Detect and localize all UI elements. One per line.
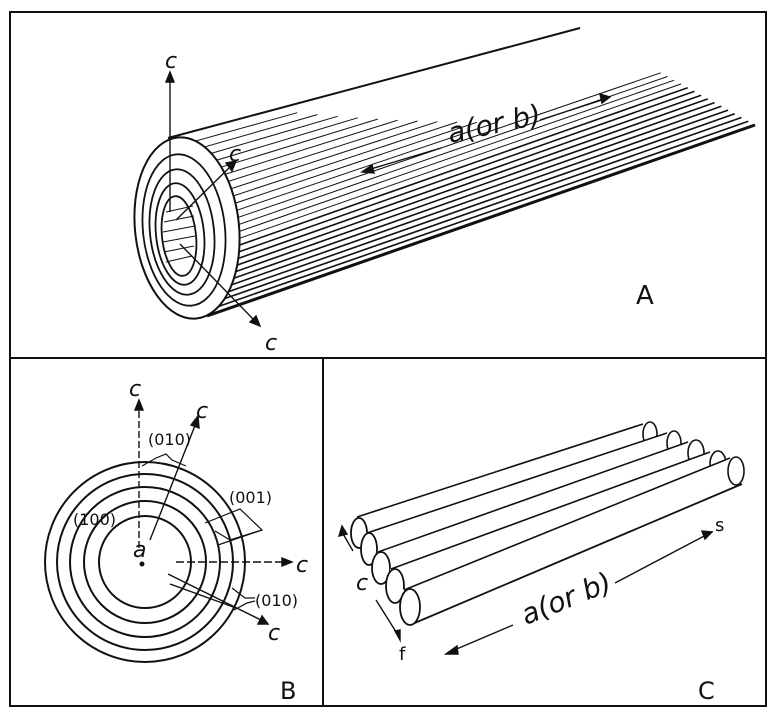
tube-surface-line	[209, 119, 398, 180]
tube-surface-line	[230, 94, 702, 262]
tube-top-edge	[167, 27, 581, 139]
c-axis-label: c	[356, 571, 368, 596]
b-center-label: a	[133, 538, 146, 563]
tube-surface-line	[223, 105, 722, 283]
tube-surface-line	[228, 98, 709, 269]
tube-surface-line	[199, 117, 358, 166]
b-axis-c-lower-label: c	[268, 621, 280, 646]
tube-surface-line	[232, 86, 688, 249]
center-dot	[139, 561, 145, 567]
tube-surface-line	[220, 109, 729, 290]
plane-001-label: (001)	[229, 488, 272, 507]
tube-surface-line	[214, 120, 418, 187]
b-axis-c-diag-label: c	[196, 399, 208, 424]
tube-surface-line	[231, 90, 695, 256]
tube-surface-line	[232, 79, 675, 235]
tube-surface-line	[227, 121, 497, 214]
tube-surface-line	[221, 121, 458, 201]
panel-a-letter: A	[636, 281, 654, 311]
tube-surface-line	[193, 115, 338, 159]
c-axis-arrow-c	[337, 524, 401, 643]
axis-c-arrows-b	[133, 398, 294, 625]
end-s-label: s	[715, 515, 724, 536]
concentric-layers	[44, 461, 246, 663]
tube-end-ring-2	[148, 168, 216, 296]
tube-surface-line	[187, 114, 318, 153]
tube-surface-line	[213, 116, 742, 304]
tube-surface-line	[181, 112, 298, 146]
tube-end-ring-3	[154, 182, 206, 286]
tube-surface-line	[225, 121, 478, 207]
c-long-axis-arrow	[443, 530, 714, 655]
axis-c-arrows	[164, 70, 262, 328]
plane-010-bottom-leader	[231, 587, 256, 611]
plane-010-top-label: (010)	[148, 430, 191, 449]
plane-001-leader	[204, 508, 264, 546]
plane-010-bottom-label: (010)	[255, 591, 298, 610]
panel-b-letter: B	[280, 677, 296, 705]
rod-5	[399, 456, 745, 626]
panel-a: c c c a(or b) A	[133, 27, 756, 356]
fiber-tube	[133, 27, 756, 320]
axis-c-mid-label: c	[229, 142, 241, 167]
plane-010-top-leader	[141, 453, 187, 467]
b-axis-c-top-label: c	[129, 377, 141, 402]
tube-surface-line	[229, 72, 661, 221]
long-axis-arrow	[360, 92, 612, 174]
axis-c-bottom-label: c	[265, 331, 277, 356]
panel-b: c c c c a (010) (001) (100) (010) B	[44, 377, 308, 705]
tube-end-inner	[160, 195, 198, 277]
tube-surface-line	[218, 121, 438, 194]
panel-c-letter: C	[698, 677, 715, 705]
plane-100-label: (100)	[73, 510, 116, 529]
tube-surface-line	[232, 83, 682, 242]
tube-surface-lines	[181, 72, 749, 310]
tube-surface-line	[217, 113, 736, 297]
tube-end-ring-1	[141, 153, 227, 307]
b-axis-c-right-label: c	[296, 553, 308, 578]
end-f-label: f	[399, 644, 406, 665]
tube-bottom-edge	[206, 123, 756, 318]
axis-c-top-label: c	[165, 49, 177, 74]
tube-surface-line	[226, 101, 715, 276]
tube-surface-line	[210, 120, 749, 310]
